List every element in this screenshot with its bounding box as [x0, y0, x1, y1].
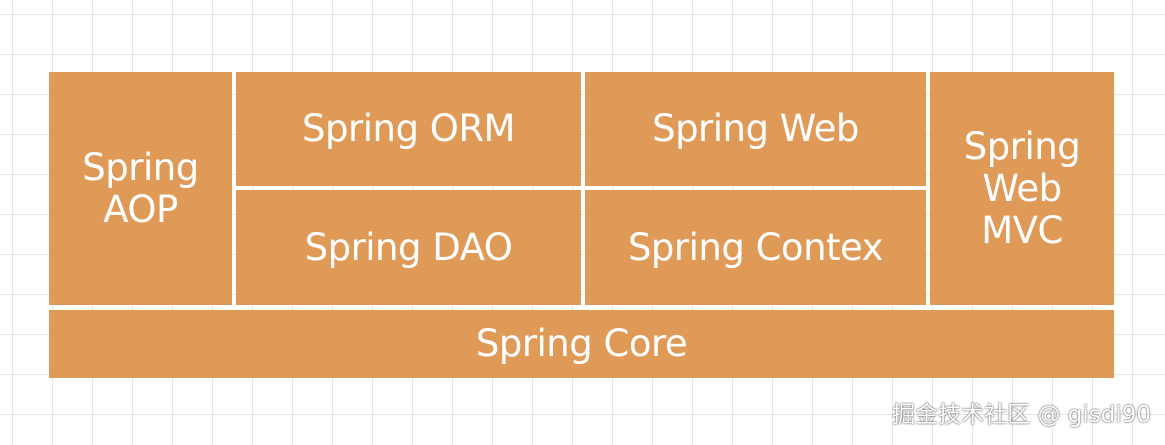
watermark-text: 掘金技术社区 @ gisdi90	[892, 402, 1151, 428]
spring-aop-label: Spring AOP	[82, 145, 199, 231]
spring-aop-block: Spring AOP	[49, 72, 232, 305]
spring-web-block: Spring Web	[585, 72, 926, 186]
spring-contex-label: Spring Contex	[627, 225, 884, 269]
spring-core-label: Spring Core	[475, 322, 688, 365]
spring-web-mvc-label: Spring Web MVC	[963, 124, 1081, 252]
spring-orm-label: Spring ORM	[302, 107, 515, 150]
spring-core-block: Spring Core	[49, 310, 1114, 378]
spring-orm-block: Spring ORM	[236, 72, 581, 186]
spring-dao-label: Spring DAO	[304, 225, 513, 269]
spring-web-mvc-block: Spring Web MVC	[930, 72, 1114, 305]
spring-dao-block: Spring DAO	[236, 190, 581, 305]
spring-contex-block: Spring Contex	[585, 190, 926, 305]
spring-web-label: Spring Web	[652, 107, 859, 150]
